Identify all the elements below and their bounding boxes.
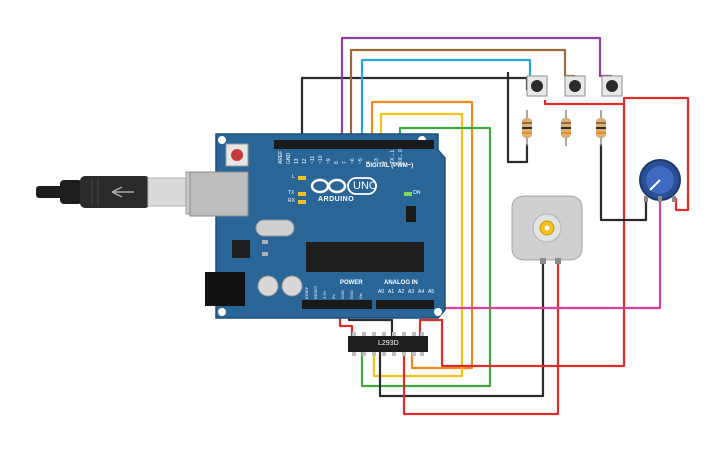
led-on (404, 192, 412, 196)
digital-header[interactable] (274, 140, 434, 149)
mounting-hole (218, 136, 226, 144)
resistor-1[interactable] (522, 110, 532, 146)
wire-black-motor-gnd[interactable] (378, 258, 545, 398)
wire-green-input2[interactable] (360, 126, 492, 388)
wire-red-vcc-rail[interactable] (418, 96, 690, 368)
pushbutton-3[interactable] (601, 75, 623, 97)
led-tx (298, 192, 306, 196)
wire-red-motor[interactable] (402, 258, 560, 416)
resistor-3[interactable] (596, 110, 606, 146)
wire-pink-analog[interactable] (379, 200, 662, 310)
wire-black-resistor-rail[interactable] (506, 72, 529, 164)
resistor-2[interactable] (561, 110, 571, 146)
dc-motor-icon[interactable] (511, 195, 583, 264)
l293d-driver[interactable] (348, 332, 428, 356)
power-jack (205, 272, 245, 306)
pushbutton-2[interactable] (564, 75, 586, 97)
capacitor (257, 275, 279, 297)
pushbutton-1[interactable] (526, 75, 548, 97)
analog-header-socket[interactable] (376, 300, 434, 309)
led-l (298, 176, 306, 180)
potentiometer-icon[interactable] (639, 159, 681, 202)
wire-orange-enable[interactable] (370, 100, 474, 370)
wires (300, 36, 690, 416)
mounting-hole (218, 308, 226, 316)
voltage-regulator (232, 240, 250, 258)
wire-cyan-button1[interactable] (360, 58, 532, 146)
usb-jack (189, 171, 249, 217)
arduino-board[interactable] (189, 133, 446, 319)
arduino-logo (310, 177, 377, 195)
capacitor (281, 275, 303, 297)
led-rx (298, 200, 306, 204)
wire-black-pot[interactable] (599, 144, 648, 222)
atmega-chip (306, 242, 424, 272)
mounting-hole (434, 308, 442, 316)
wire-red-buttons[interactable] (543, 100, 624, 106)
crystal (255, 219, 295, 237)
reset-button-icon[interactable] (225, 143, 249, 167)
wire-yellow-input1[interactable] (372, 112, 464, 378)
power-header-socket[interactable] (302, 300, 372, 309)
